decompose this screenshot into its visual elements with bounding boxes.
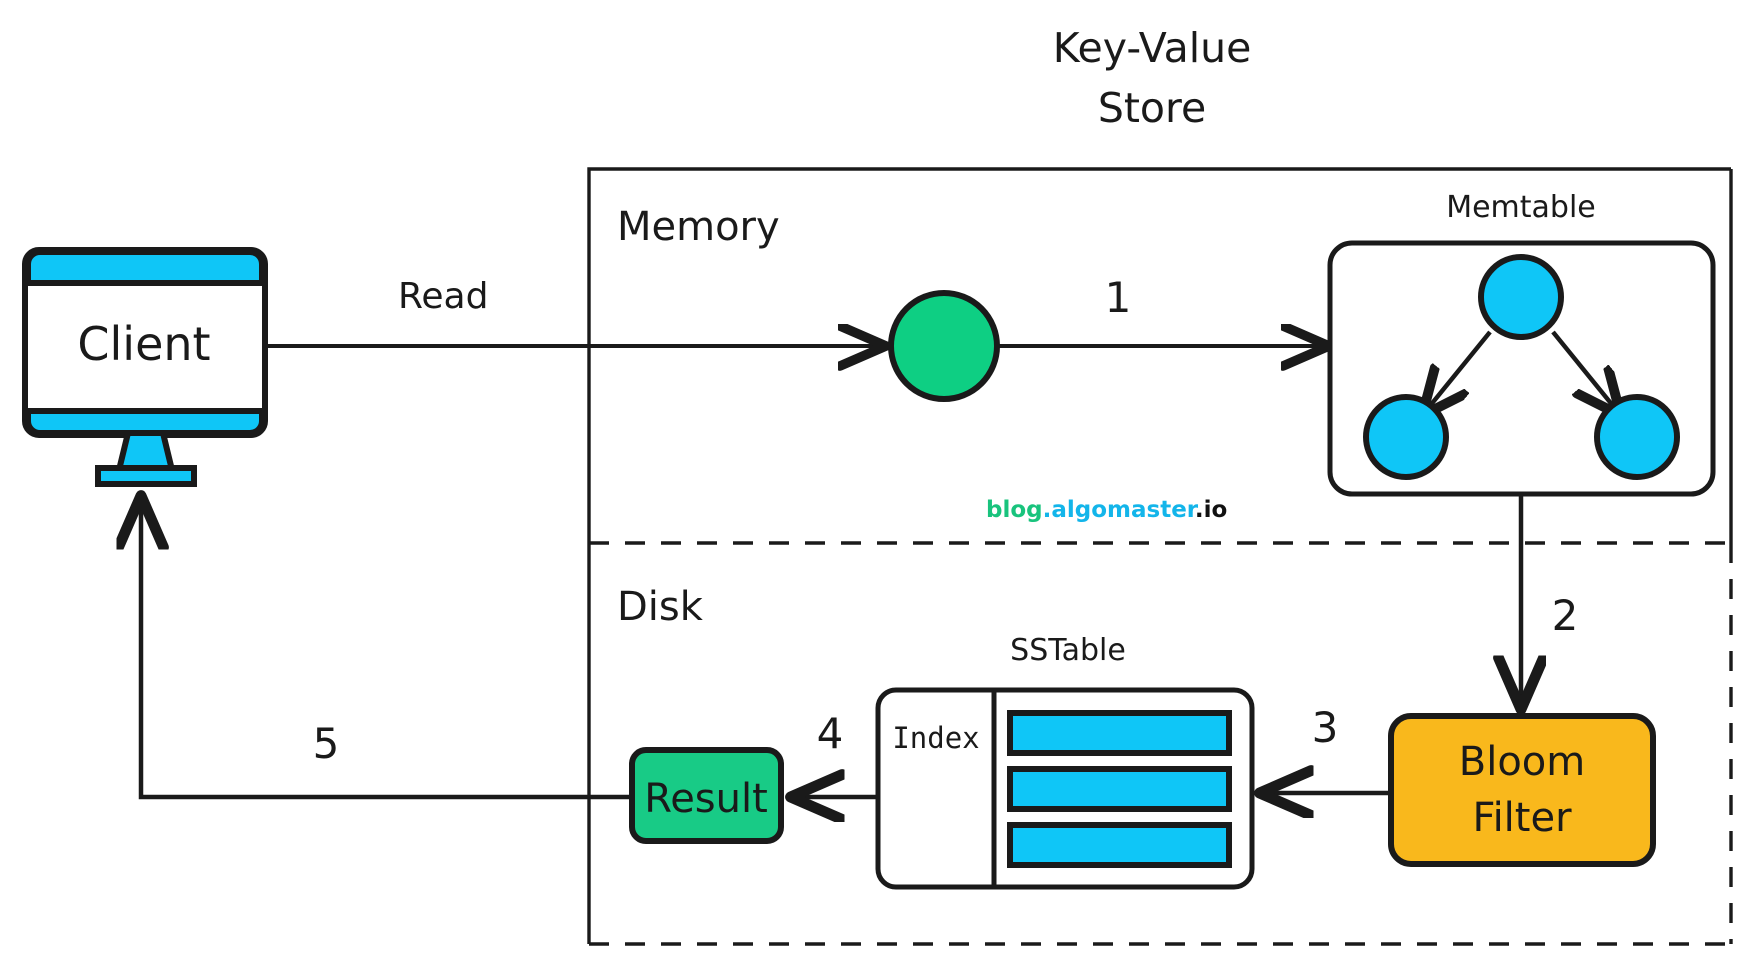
memtable-node[interactable]: Memtable	[1327, 190, 1716, 497]
disk-region-label: Disk	[617, 584, 704, 630]
edge-label-1: 1	[1105, 273, 1132, 322]
edge-label-3: 3	[1312, 703, 1339, 752]
sstable-data-bar	[1007, 766, 1232, 812]
memtable-tree-edge-right	[1551, 330, 1618, 412]
client-node[interactable]: Client	[22, 247, 268, 487]
memtable-tree-node-root	[1478, 254, 1564, 340]
watermark: blog.algomaster.io	[986, 497, 1227, 523]
result-label: Result	[644, 776, 768, 822]
sstable-data-bar	[1007, 822, 1232, 868]
memtable-tree-edge-left	[1425, 330, 1492, 412]
memtable-label: Memtable	[1446, 190, 1596, 225]
edge-label-2: 2	[1552, 591, 1579, 640]
edge-label-read: Read	[398, 276, 488, 317]
client-label: Client	[77, 317, 210, 371]
bloom-filter-label-line2: Filter	[1472, 795, 1572, 841]
edge-label-5: 5	[313, 719, 340, 768]
result-node[interactable]: Result	[629, 747, 784, 844]
sstable-data-bar	[1007, 710, 1232, 756]
memtable-tree-node-left	[1363, 394, 1449, 480]
watermark-part-blog: blog	[986, 497, 1043, 523]
sstable-node[interactable]: SSTable Index	[875, 633, 1255, 890]
router-node[interactable]	[888, 290, 1000, 402]
memory-region-border	[587, 167, 1731, 543]
sstable-index-label: Index	[892, 721, 979, 755]
edge-result-to-client	[141, 500, 632, 800]
watermark-part-algomaster: .algomaster	[1043, 497, 1199, 523]
client-monitor-stand	[115, 430, 176, 473]
diagram-title-line2: Store	[1098, 84, 1206, 132]
diagram-title-line1: Key-Value	[1053, 24, 1252, 72]
edge-label-4: 4	[817, 709, 844, 758]
client-monitor-base	[95, 465, 197, 487]
client-monitor-bottom-bar	[25, 408, 265, 436]
svg-text:blog.algomaster.io: blog.algomaster.io	[986, 497, 1227, 523]
client-monitor-top-bar	[25, 249, 265, 286]
sstable-label: SSTable	[1010, 633, 1126, 668]
memory-region-label: Memory	[617, 204, 780, 250]
memtable-tree-node-right	[1594, 394, 1680, 480]
bloom-filter-box	[1388, 713, 1656, 867]
bloom-filter-node[interactable]: Bloom Filter	[1388, 713, 1656, 867]
watermark-part-io: .io	[1195, 497, 1227, 523]
bloom-filter-label-line1: Bloom	[1459, 739, 1585, 785]
